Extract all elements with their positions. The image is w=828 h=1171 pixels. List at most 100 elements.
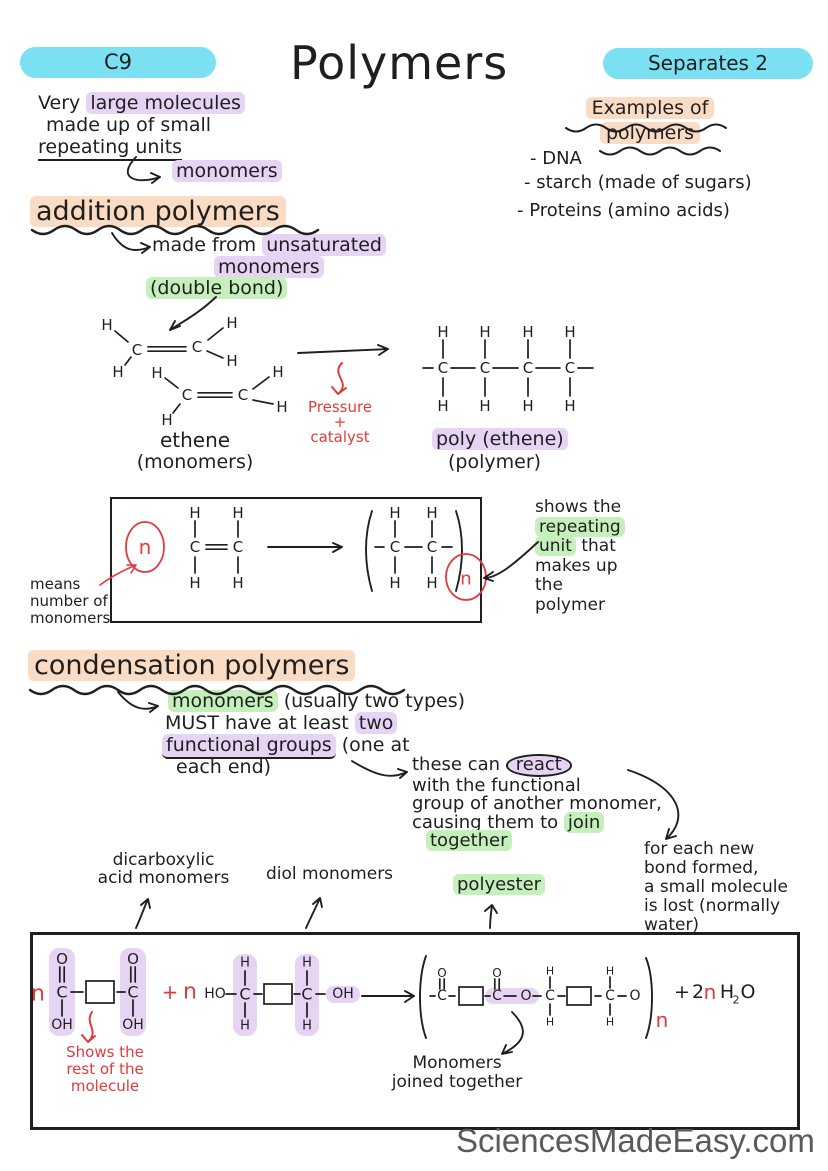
chapter-badge-label: C9 (103, 50, 133, 74)
svg-text:O: O (56, 950, 68, 968)
svg-text:C: C (480, 359, 490, 377)
dicarboxylic-line2: acid monomers (97, 868, 230, 888)
rest-note-line3: molecule (70, 1077, 140, 1095)
addition-note-line2: monomers (214, 256, 324, 278)
repeating-unit-note: shows the repeating unit that makes up t… (535, 497, 625, 615)
svg-text:C: C (192, 338, 202, 356)
usually-two-types: (usually two types) (277, 690, 466, 712)
react-circled: react (505, 754, 572, 777)
repeating-note-line4: makes up (535, 555, 618, 576)
svg-text:H: H (564, 397, 575, 415)
rest-of-molecule-note: Shows the rest of the molecule (46, 1044, 164, 1095)
svg-text:C: C (427, 538, 437, 556)
svg-text:OH: OH (51, 1017, 73, 1033)
together-highlight: together (426, 830, 512, 851)
svg-text:C: C (132, 341, 142, 359)
svg-text:HO: HO (204, 986, 226, 1002)
svg-text:OH: OH (122, 1017, 144, 1033)
polymer-sublabel: (polymer) (448, 451, 542, 473)
svg-text:H: H (112, 363, 123, 381)
condensation-note-line3: functional groups (one at (162, 734, 410, 759)
definition-line-3: repeating units (38, 136, 183, 161)
svg-text:H: H (437, 323, 448, 341)
svg-text:O: O (741, 981, 756, 1003)
water-note-line5: water) (644, 915, 700, 935)
svg-text:H: H (389, 504, 400, 522)
polyester-highlight: polyester (453, 874, 546, 895)
svg-text:H: H (240, 1019, 250, 1034)
svg-text:C: C (437, 988, 447, 1004)
monomers-green-highlight: monomers (168, 690, 278, 712)
condition-plus: + (333, 413, 347, 431)
example-item-proteins: - Proteins (amino acids) (517, 200, 730, 221)
poly-ethene-label: poly (ethene) (432, 428, 568, 450)
n-meaning-line2: number of (30, 592, 108, 610)
monomers-highlight-2: monomers (214, 256, 324, 278)
ethene-label: ethene (159, 428, 231, 452)
two-highlight: two (354, 712, 398, 734)
svg-text:C: C (492, 988, 502, 1004)
svg-text:H: H (389, 574, 400, 592)
definition-text: Very (38, 92, 87, 114)
svg-text:n: n (139, 535, 152, 559)
definition-line-1: Very large molecules (38, 92, 245, 114)
reaction-conditions: Pressure + catalyst (296, 400, 384, 445)
monomers-highlight: monomers (172, 160, 282, 182)
examples-heading-line1: Examples of (585, 97, 715, 119)
svg-text:C: C (565, 359, 575, 377)
svg-text:H: H (302, 956, 312, 971)
svg-text:C: C (190, 538, 200, 556)
water-note-line3: a small molecule (644, 877, 788, 897)
water-note-line2: bond formed, (644, 858, 759, 878)
svg-text:C: C (239, 985, 250, 1004)
svg-text:C: C (605, 988, 615, 1004)
svg-text:C: C (301, 985, 312, 1004)
n-meaning-line3: monomers (30, 609, 111, 627)
condensation-note-line1: monomers (usually two types) (168, 690, 465, 712)
addition-note-line3: (double bond) (146, 277, 288, 299)
polyester-label: polyester (453, 874, 546, 895)
svg-text:H: H (546, 965, 554, 978)
svg-text:H: H (189, 574, 200, 592)
condition-catalyst: catalyst (310, 428, 370, 446)
svg-text:H: H (232, 504, 243, 522)
svg-text:H: H (606, 1016, 614, 1029)
addition-heading-highlight: addition polymers (30, 196, 286, 227)
repeating-note-line1: shows the (535, 497, 622, 517)
addition-note-text: made from (152, 234, 263, 256)
svg-text:H: H (479, 323, 490, 341)
svg-text:H: H (302, 1019, 312, 1034)
functional-groups-highlight: functional groups (162, 734, 336, 759)
watermark: SciencesMadeEasy.com (456, 1122, 815, 1159)
condensation-note-line4: each end) (176, 756, 272, 778)
svg-text:H: H (240, 956, 250, 971)
double-bond-highlight: (double bond) (146, 277, 288, 299)
chapter-badge: C9 (20, 47, 216, 78)
dicarboxylic-label: dicarboxylic acid monomers (86, 851, 241, 887)
dicarboxylic-line1: dicarboxylic (112, 850, 215, 870)
examples-heading: Examples of polymers (558, 96, 742, 146)
svg-text:O: O (492, 966, 501, 980)
rest-note-line2: rest of the (66, 1060, 144, 1078)
svg-text:H: H (232, 574, 243, 592)
svg-text:H: H (426, 574, 437, 592)
svg-text:2: 2 (692, 981, 704, 1003)
example-item-starch: - starch (made of sugars) (524, 172, 752, 193)
svg-text:H: H (189, 504, 200, 522)
join-highlight: join (563, 811, 605, 833)
svg-text:H: H (226, 314, 237, 332)
svg-text:C: C (56, 983, 67, 1002)
svg-text:2: 2 (733, 994, 740, 1007)
svg-text:O: O (127, 950, 139, 968)
svg-text:C: C (238, 386, 248, 404)
svg-text:C: C (523, 359, 533, 377)
react-note-line3: group of another monomer, (412, 793, 662, 814)
svg-text:H: H (272, 363, 283, 381)
water-loss-note: for each new bond formed, a small molecu… (644, 840, 788, 935)
react-note-line2: with the functional (412, 774, 581, 796)
svg-text:C: C (127, 983, 138, 1002)
